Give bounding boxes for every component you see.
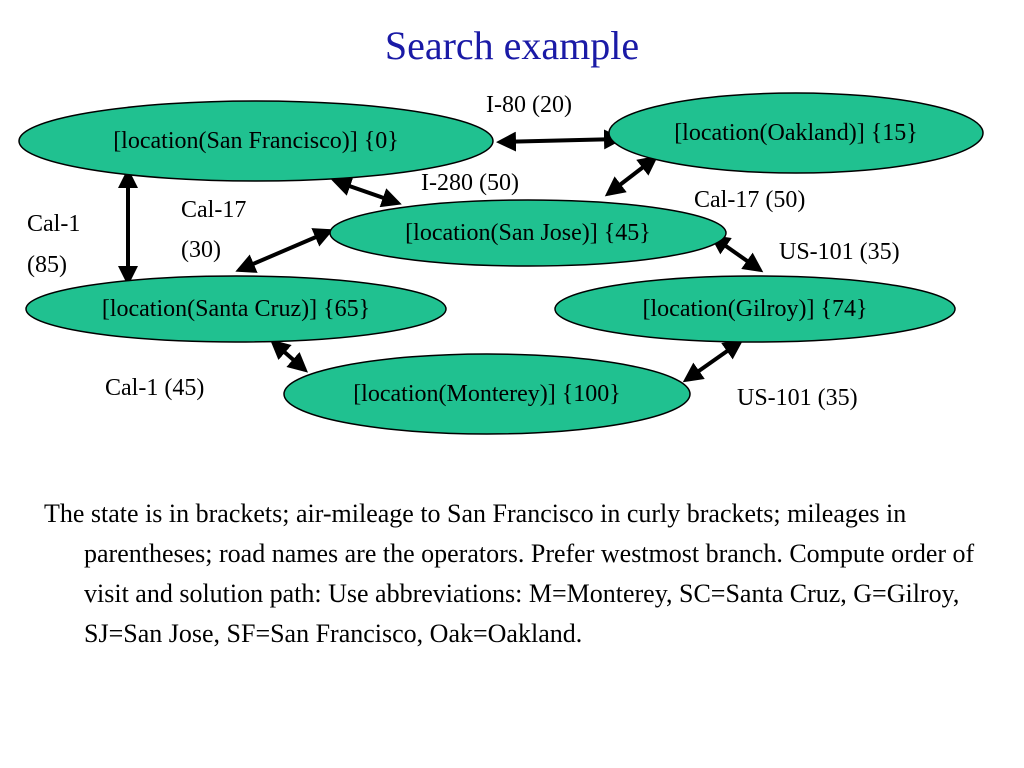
node-oakland: [location(Oakland)] {15} <box>608 92 984 174</box>
edge-label-cal1-sf-line2: (85) <box>27 252 67 278</box>
node-label-san-jose: [location(San Jose)] {45} <box>405 220 651 246</box>
edge-sc-mon <box>269 339 309 373</box>
node-label-oakland: [location(Oakland)] {15} <box>674 120 918 146</box>
search-graph: [location(San Francisco)] {0} [location(… <box>18 92 984 435</box>
node-label-santa-cruz: [location(Santa Cruz)] {65} <box>102 296 370 322</box>
edge-label-us101-gil: US-101 (35) <box>779 239 900 265</box>
node-gilroy: [location(Gilroy)] {74} <box>554 275 956 343</box>
slide-title: Search example <box>384 23 640 68</box>
node-santa-cruz: [location(Santa Cruz)] {65} <box>25 275 447 343</box>
node-label-san-francisco: [location(San Francisco)] {0} <box>113 128 399 154</box>
edge-label-cal17-oak: Cal-17 (50) <box>694 187 805 213</box>
node-monterey: [location(Monterey)] {100} <box>283 353 691 435</box>
edge-sj-gil <box>709 234 764 273</box>
edge-label-cal17-sc-line1: Cal-17 <box>181 197 246 223</box>
edge-label-cal17-sc-line2: (30) <box>181 237 221 263</box>
edge-gil-mon <box>682 339 744 383</box>
edge-sf-sj <box>331 176 402 208</box>
edge-label-us101-mon: US-101 (35) <box>737 385 858 411</box>
slide-caption: The state is in brackets; air-mileage to… <box>44 499 975 648</box>
edge-sj-oak <box>604 155 659 197</box>
node-san-francisco: [location(San Francisco)] {0} <box>18 100 494 182</box>
edge-sf-oak <box>496 129 624 152</box>
node-label-monterey: [location(Monterey)] {100} <box>353 381 621 407</box>
edge-label-i80: I-80 (20) <box>486 92 572 118</box>
edge-label-i280: I-280 (50) <box>421 170 519 196</box>
node-san-jose: [location(San Jose)] {45} <box>329 199 727 267</box>
edge-label-cal1-mon: Cal-1 (45) <box>105 375 204 401</box>
edge-label-cal1-sf-line1: Cal-1 <box>27 211 80 237</box>
edge-sj-sc <box>235 228 334 273</box>
node-label-gilroy: [location(Gilroy)] {74} <box>643 296 868 322</box>
